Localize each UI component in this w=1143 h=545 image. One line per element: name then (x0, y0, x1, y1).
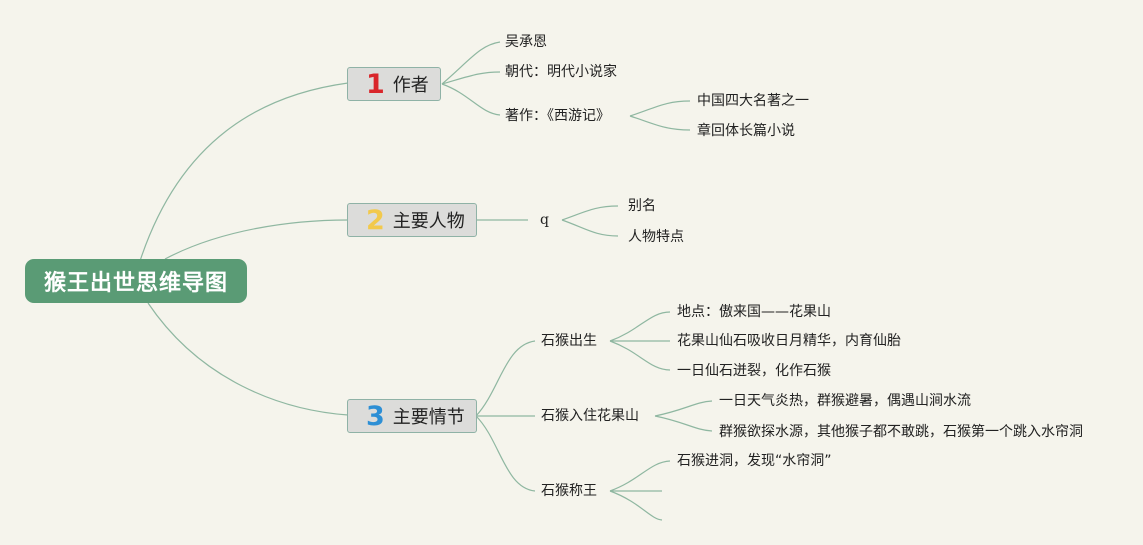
branch-label: 主要人物 (392, 211, 465, 232)
author-name[interactable]: 吴承恩 (505, 34, 547, 50)
connector-author-dynasty (441, 71, 501, 85)
connector-root-characters (164, 219, 349, 260)
branch-author[interactable]: 1 作者 (347, 67, 441, 101)
connector-birth-d1 (609, 311, 671, 342)
connector-q-traits (561, 219, 619, 237)
connector-work-detail-1 (629, 100, 691, 117)
character-item[interactable]: 人物特点 (628, 229, 684, 245)
branch-label: 作者 (392, 75, 429, 96)
branch-number: 2 (366, 204, 385, 236)
connector-plot-birth (475, 340, 536, 417)
branch-number: 1 (366, 68, 385, 100)
connector-plot-king (475, 415, 536, 492)
work-detail[interactable]: 章回体长篇小说 (697, 123, 795, 139)
plot-event[interactable]: 石猴称王 (541, 483, 597, 499)
connector-root-plot (147, 302, 349, 416)
branch-label: 主要情节 (392, 407, 465, 428)
character-item[interactable]: 别名 (628, 198, 656, 214)
author-dynasty[interactable]: 朝代：明代小说家 (505, 64, 617, 80)
work-detail[interactable]: 中国四大名著之一 (697, 93, 809, 109)
plot-detail[interactable]: 一日仙石迸裂，化作石猴 (677, 363, 831, 379)
branch-plot[interactable]: 3 主要情节 (347, 399, 477, 433)
connector-author-work (441, 83, 501, 116)
plot-detail[interactable]: 地点：傲来国——花果山 (677, 304, 831, 320)
connector-settle-d2 (654, 415, 713, 432)
connector-settle-d1 (654, 400, 713, 417)
branch-number: 3 (366, 400, 385, 432)
plot-event[interactable]: 石猴入住花果山 (541, 408, 639, 424)
branch-characters[interactable]: 2 主要人物 (347, 203, 477, 237)
root-node[interactable]: 猴王出世思维导图 (25, 259, 247, 303)
connector-q-alias (561, 205, 619, 221)
author-work[interactable]: 著作：《西游记》 (505, 108, 610, 124)
connector-work-detail-2 (629, 115, 691, 131)
connector-king-d1 (609, 460, 671, 492)
plot-detail[interactable]: 石猴进洞，发现“水帘洞” (677, 453, 832, 469)
connector-birth-d3 (609, 340, 671, 371)
characters-node[interactable]: q (540, 212, 549, 228)
connector-root-author (139, 82, 349, 262)
plot-event[interactable]: 石猴出生 (541, 333, 597, 349)
plot-detail[interactable]: 花果山仙石吸收日月精华，内育仙胎 (677, 333, 901, 349)
plot-detail[interactable]: 一日天气炎热，群猴避暑，偶遇山涧水流 (719, 393, 971, 409)
plot-detail[interactable]: 群猴欲探水源，其他猴子都不敢跳，石猴第一个跳入水帘洞 (719, 424, 1083, 440)
connector-king-d3 (609, 490, 663, 521)
connector-author-name (441, 41, 501, 85)
